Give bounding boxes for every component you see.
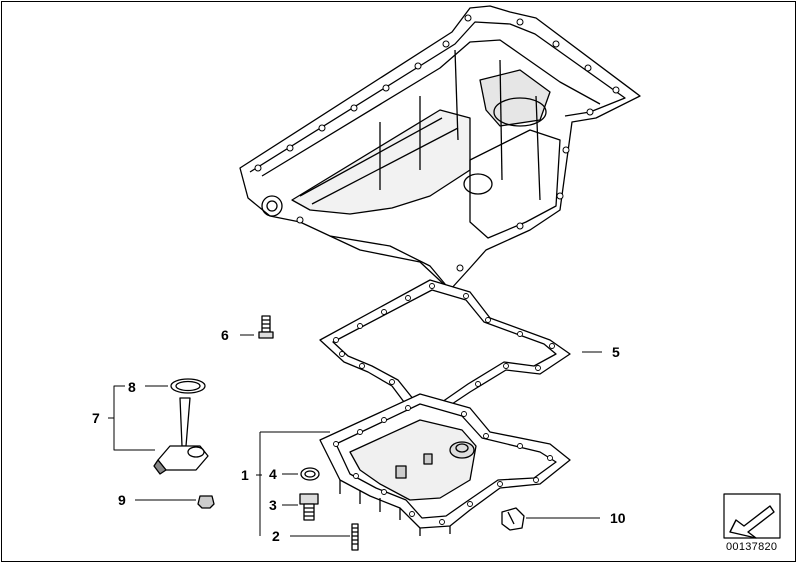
oil-level-sensor-part-7 [153, 397, 209, 475]
callout-7: 7 [92, 410, 100, 426]
callout-4: 4 [269, 466, 277, 482]
drain-plug-part-3 [299, 493, 319, 521]
upper-oil-pan [239, 5, 641, 291]
callout-6: 6 [221, 327, 229, 343]
callout-10: 10 [610, 510, 626, 526]
stud-part-2 [351, 523, 359, 551]
logo-arrow-box [723, 493, 781, 539]
upper-pan-bolt-holes [254, 14, 620, 272]
callout-1: 1 [241, 467, 249, 483]
oil-pan-gasket [319, 279, 571, 413]
lower-oil-pan [319, 393, 571, 536]
leader-lines [108, 334, 602, 537]
callout-5: 5 [612, 344, 620, 360]
callout-3: 3 [269, 497, 277, 513]
sealing-ring-part-4 [300, 467, 320, 481]
bolt-part-6 [258, 315, 274, 339]
callout-8: 8 [128, 379, 136, 395]
callout-2: 2 [272, 528, 280, 544]
reference-number: 00137820 [726, 541, 778, 553]
gasket-bolt-holes [333, 283, 555, 409]
lower-pan-bolt-holes [333, 405, 553, 525]
plug-part-9 [197, 495, 215, 509]
clip-part-10 [501, 507, 525, 531]
callout-9: 9 [118, 492, 126, 508]
